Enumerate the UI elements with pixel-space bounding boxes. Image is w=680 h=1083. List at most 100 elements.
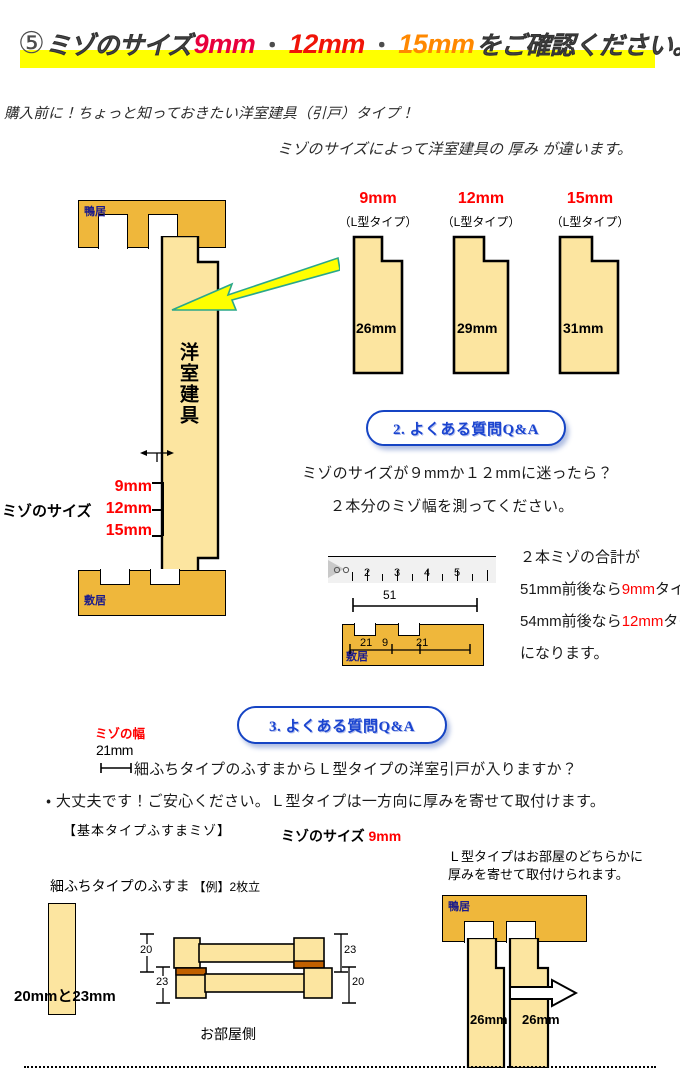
kamoi-label: 鴨居 bbox=[84, 206, 106, 218]
tape-measure-body: 2 3 4 5 bbox=[328, 556, 496, 583]
shikii-label: 敷居 bbox=[84, 595, 106, 607]
header-size-12: 12mm bbox=[288, 28, 366, 59]
header-text-1: ミゾのサイズ bbox=[45, 32, 192, 60]
tape-measure-hook-icon bbox=[328, 560, 344, 578]
qa-section-2-badge-label: 2. よくある質問Q&A bbox=[393, 421, 539, 438]
sample-2-subtitle: （L型タイプ） bbox=[441, 215, 521, 229]
qa3-question: 細ふちタイプのふすまからＬ型タイプの洋室引戸が入りますか？ bbox=[134, 761, 578, 778]
groove-width-double-arrow-icon bbox=[140, 450, 174, 462]
dim-51-bracket-icon bbox=[352, 598, 478, 612]
ruler-tick bbox=[472, 574, 474, 581]
dim-right-21: 21 bbox=[416, 637, 429, 649]
ruler-tick bbox=[487, 570, 489, 581]
tape-measure-rivets-icon bbox=[333, 566, 350, 574]
pointer-arrow-icon bbox=[171, 256, 340, 311]
dim-23-lower-value: 23 bbox=[155, 976, 170, 988]
shift-direction-arrow-icon bbox=[509, 978, 578, 1008]
qa2-answer-2: 51mm前後なら9mmタイプ bbox=[520, 578, 680, 599]
groove-measure-illustration: 2 3 4 5 51 敷居 21 9 21 bbox=[328, 548, 508, 666]
dim-mid-9: 9 bbox=[382, 637, 389, 649]
mizo-brace-tick-1 bbox=[152, 482, 162, 484]
qa-section-3-badge-label: 3. よくある質問Q&A bbox=[269, 718, 415, 735]
qa2-answer-2-highlight: 9mm bbox=[621, 581, 656, 598]
ruler-tick bbox=[442, 574, 444, 581]
shikii-2-label: 敷居 bbox=[346, 651, 368, 663]
shikii-groove-right bbox=[150, 569, 180, 585]
qa2-answer-2-pre: 51mm前後なら bbox=[520, 581, 622, 598]
ruler-tick bbox=[367, 570, 369, 581]
door-panel-label: 洋室建具 bbox=[177, 342, 198, 426]
page-title: ⑤ ミゾのサイズ 9mm ・ 12mm ・ 15mm をご確認ください。 bbox=[18, 24, 680, 64]
sample-2-thickness: 29mm bbox=[457, 320, 498, 336]
l-type-note-line-2: 厚みを寄せて取付けられます。 bbox=[448, 866, 629, 882]
header-text-2: をご確認ください。 bbox=[476, 32, 680, 60]
shikii-groove-left bbox=[100, 569, 130, 585]
sample-1-subtitle: （L型タイプ） bbox=[338, 215, 418, 229]
sample-3-thickness: 31mm bbox=[563, 320, 604, 336]
l-type-note: Ｌ型タイプはお部屋のどちらかに 厚みを寄せて取付けられます。 bbox=[448, 848, 643, 883]
header-size-9: 9mm bbox=[193, 28, 256, 59]
mizo-size-9: 9mm bbox=[114, 478, 152, 495]
dim-23-upper-value: 23 bbox=[344, 944, 357, 956]
l-type-note-line-1: Ｌ型タイプはお部屋のどちらかに bbox=[448, 849, 644, 864]
dim-20-lower-icon bbox=[342, 966, 356, 1004]
fusuma-thickness-label: 20mmと23mm bbox=[14, 988, 116, 1005]
sample-1-thickness: 26mm bbox=[356, 320, 397, 336]
room-side-label: お部屋側 bbox=[200, 1026, 256, 1042]
mizo-size-15: 15mm bbox=[105, 522, 152, 539]
dim-20-lower-value: 20 bbox=[352, 976, 365, 988]
qa2-answer-3-post: タイプ bbox=[663, 613, 680, 630]
intro-line-1: 購入前に！ちょっと知っておきたい洋室建具（引戸）タイプ！ bbox=[4, 106, 415, 122]
sample-3-subtitle: （L型タイプ） bbox=[550, 215, 630, 229]
hosobuchi-title-main: 細ふちタイプのふすま bbox=[50, 878, 190, 894]
qa3-answer: ・ 大丈夫です！ご安心ください。Ｌ型タイプは一方向に厚みを寄せて取付けます。 bbox=[46, 793, 606, 810]
qa3-mizo-caption-label: ミゾのサイズ bbox=[281, 828, 365, 844]
mizo-width-label: ミゾの幅 bbox=[95, 727, 146, 741]
header-size-15: 15mm bbox=[398, 28, 475, 59]
ruler-tick bbox=[412, 574, 414, 581]
qa2-answer-3-pre: 54mm前後なら bbox=[520, 613, 622, 630]
right-mm-right: 26mm bbox=[522, 1012, 560, 1027]
basic-type-caption: 【基本タイプふすまミゾ】 bbox=[63, 823, 232, 838]
intro-line-2: ミゾのサイズによって洋室建具の 厚み が違います。 bbox=[277, 141, 633, 158]
mizo-brace-vertical bbox=[162, 482, 164, 536]
hosobuchi-title-example: 【例】2枚立 bbox=[193, 880, 261, 894]
mizo-brace-tick-2 bbox=[152, 509, 162, 511]
fusuma-bar-lower-shape bbox=[175, 967, 333, 999]
shikii-2-groove-left bbox=[354, 623, 376, 636]
header-banner: ⑤ ミゾのサイズ 9mm ・ 12mm ・ 15mm をご確認ください。 bbox=[0, 10, 680, 68]
sample-2-title: 12mm bbox=[457, 190, 505, 207]
qa2-answer-1: ２本ミゾの合計が bbox=[520, 549, 641, 566]
right-door-left-shape bbox=[466, 938, 506, 1068]
dim-left-21: 21 bbox=[360, 637, 373, 649]
header-highlight-bar bbox=[20, 50, 655, 68]
mizo-size-12: 12mm bbox=[105, 500, 152, 517]
qa-section-3-badge[interactable]: 3. よくある質問Q&A bbox=[237, 706, 447, 744]
sample-2-profile-shape bbox=[452, 235, 510, 375]
qa2-answer-3-highlight: 12mm bbox=[621, 613, 664, 630]
dim-23-upper-icon bbox=[334, 933, 348, 973]
right-kamoi-label: 鴨居 bbox=[448, 901, 470, 913]
sample-1-profile-shape bbox=[352, 235, 404, 375]
ruler-tick bbox=[397, 570, 399, 581]
qa2-answer-3: 54mm前後なら12mmタイプ bbox=[520, 610, 680, 631]
right-mm-left: 26mm bbox=[470, 1012, 508, 1027]
kamoi-groove-left bbox=[98, 214, 128, 249]
step-number: ⑤ bbox=[18, 27, 45, 60]
qa2-answer-4: になります。 bbox=[520, 645, 609, 662]
sample-3-title: 15mm bbox=[566, 190, 614, 207]
shikii-2-dim-bracket-icon bbox=[349, 644, 471, 654]
ruler-tick bbox=[382, 574, 384, 581]
qa-section-2-badge[interactable]: 2. よくある質問Q&A bbox=[366, 410, 566, 446]
qa3-mizo-caption: ミゾのサイズ 9mm bbox=[281, 826, 401, 846]
sample-1-title: 9mm bbox=[359, 190, 397, 207]
qa2-question-1: ミゾのサイズが９mmか１２mmに迷ったら？ bbox=[302, 465, 613, 482]
mizo-width-value: 21mm bbox=[96, 742, 133, 758]
ruler-tick bbox=[427, 570, 429, 581]
qa2-question-2: ２本分のミゾ幅を測ってください。 bbox=[330, 498, 574, 515]
dim-21mm-arrow-icon bbox=[100, 763, 132, 773]
hosobuchi-title: 細ふちタイプのふすま 【例】2枚立 bbox=[50, 876, 260, 896]
qa3-mizo-caption-value: 9mm bbox=[368, 828, 402, 844]
bottom-divider bbox=[24, 1066, 656, 1068]
dim-20-upper-value: 20 bbox=[139, 944, 154, 956]
